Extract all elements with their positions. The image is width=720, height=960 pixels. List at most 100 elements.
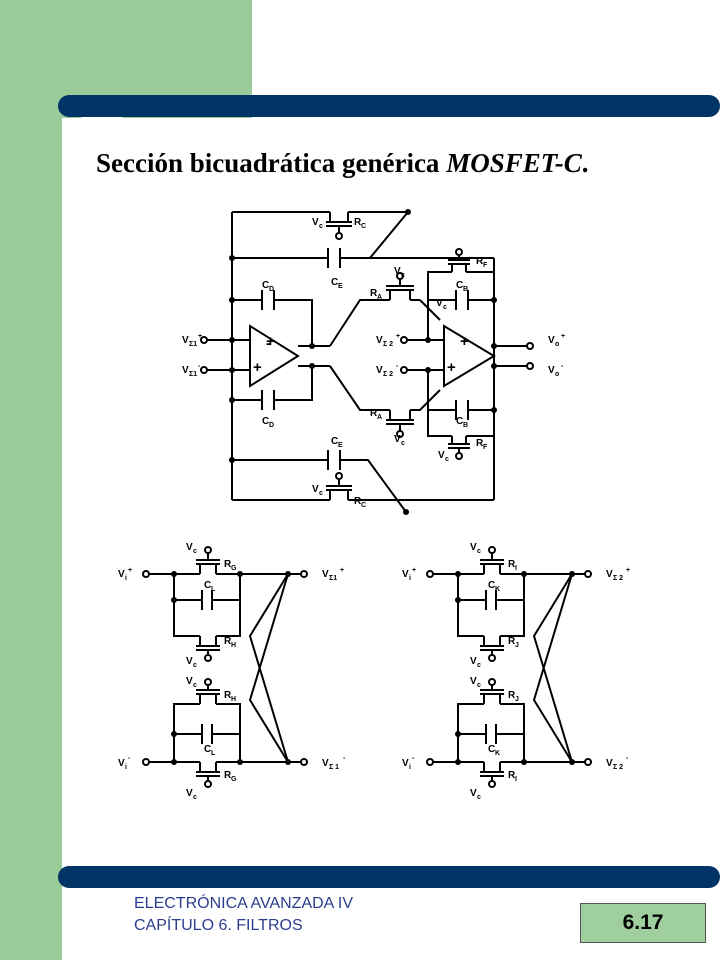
svg-text:V: V (436, 298, 443, 309)
svg-text:c: c (401, 272, 405, 279)
svg-text:c: c (477, 662, 481, 669)
svg-text:C: C (204, 744, 211, 755)
svg-text:+: + (266, 333, 275, 350)
svg-text:i: i (125, 764, 127, 771)
svg-text:C: C (331, 277, 338, 288)
svg-text:i: i (125, 575, 127, 582)
svg-text:V: V (548, 335, 555, 346)
svg-text:E: E (338, 442, 343, 449)
svg-text:C: C (331, 436, 338, 447)
svg-text:-: - (128, 755, 131, 762)
title-text: Sección bicuadrática genérica (96, 148, 447, 178)
svg-text:Σ 2: Σ 2 (383, 341, 393, 348)
svg-text:C: C (361, 223, 366, 230)
svg-text:V: V (186, 542, 193, 553)
svg-text:-: - (396, 363, 399, 370)
svg-text:J: J (515, 696, 519, 703)
footer-bar (58, 866, 720, 888)
svg-text:R: R (354, 496, 362, 507)
svg-text:+: + (198, 333, 202, 340)
svg-text:R: R (224, 636, 232, 647)
svg-text:Σ1: Σ1 (189, 371, 197, 378)
svg-text:Σ1: Σ1 (189, 341, 197, 348)
svg-text:A: A (377, 294, 382, 301)
svg-text:C: C (456, 416, 463, 427)
svg-text:c: c (319, 490, 323, 497)
svg-text:c: c (401, 440, 405, 447)
svg-text:R: R (508, 636, 516, 647)
side-decoration-band (0, 0, 62, 960)
svg-text:V: V (606, 758, 613, 769)
svg-text:c: c (477, 682, 481, 689)
header-bar (58, 95, 720, 117)
svg-text:c: c (477, 548, 481, 555)
svg-text:C: C (262, 416, 269, 427)
footer-line-course: ELECTRÓNICA AVANZADA IV (134, 895, 354, 912)
svg-text:V: V (470, 656, 477, 667)
svg-text:Σ 1: Σ 1 (329, 764, 339, 771)
page-number-box: 6.17 (580, 903, 706, 943)
svg-text:V: V (394, 266, 401, 277)
svg-text:V: V (186, 788, 193, 799)
svg-text:c: c (445, 456, 449, 463)
svg-text:C: C (488, 744, 495, 755)
footer-text: ELECTRÓNICA AVANZADA IV CAPÍTULO 6. FILT… (134, 893, 353, 937)
svg-text:R: R (476, 256, 484, 267)
svg-text:H: H (231, 642, 236, 649)
svg-text:V: V (312, 484, 319, 495)
svg-text:A: A (377, 414, 382, 421)
svg-text:I: I (515, 565, 517, 572)
svg-text:-: - (343, 755, 346, 762)
svg-text:+: + (447, 359, 456, 376)
svg-text:+: + (561, 333, 565, 340)
svg-text:+: + (412, 567, 416, 574)
svg-text:R: R (224, 559, 232, 570)
svg-text:c: c (193, 794, 197, 801)
svg-text:F: F (483, 262, 488, 269)
page-number: 6.17 (622, 911, 664, 934)
svg-text:R: R (508, 559, 516, 570)
svg-text:V: V (322, 569, 329, 580)
svg-text:-: - (626, 755, 629, 762)
svg-text:c: c (319, 223, 323, 230)
svg-text:Σ 2: Σ 2 (613, 575, 623, 582)
title-italic-text: MOSFET-C (446, 148, 582, 178)
svg-text:I: I (515, 776, 517, 783)
svg-text:V: V (182, 335, 189, 346)
svg-text:G: G (231, 565, 237, 572)
svg-text:V: V (470, 676, 477, 687)
svg-text:Σ 2: Σ 2 (383, 371, 393, 378)
svg-text:L: L (211, 586, 216, 593)
svg-text:+: + (253, 359, 262, 376)
svg-text:C: C (488, 580, 495, 591)
svg-text:V: V (376, 335, 383, 346)
svg-text:V: V (402, 569, 409, 580)
svg-text:V: V (182, 365, 189, 376)
svg-text:R: R (370, 408, 378, 419)
svg-text:H: H (231, 696, 236, 703)
svg-text:V: V (470, 788, 477, 799)
svg-text:V: V (312, 217, 319, 228)
svg-text:B: B (463, 422, 468, 429)
svg-text:G: G (231, 776, 237, 783)
svg-text:C: C (262, 280, 269, 291)
svg-text:o: o (555, 371, 559, 378)
svg-text:+: + (128, 567, 132, 574)
svg-text:C: C (456, 280, 463, 291)
svg-text:V: V (376, 365, 383, 376)
svg-text:R: R (354, 217, 362, 228)
svg-text:V: V (402, 758, 409, 769)
svg-text:+: + (626, 567, 630, 574)
svg-text:V: V (186, 676, 193, 687)
svg-text:D: D (269, 286, 274, 293)
svg-text:i: i (409, 575, 411, 582)
svg-text:R: R (224, 770, 232, 781)
svg-text:R: R (224, 690, 232, 701)
svg-text:Σ1: Σ1 (329, 575, 337, 582)
svg-text:V: V (606, 569, 613, 580)
svg-text:V: V (322, 758, 329, 769)
svg-text:c: c (193, 662, 197, 669)
